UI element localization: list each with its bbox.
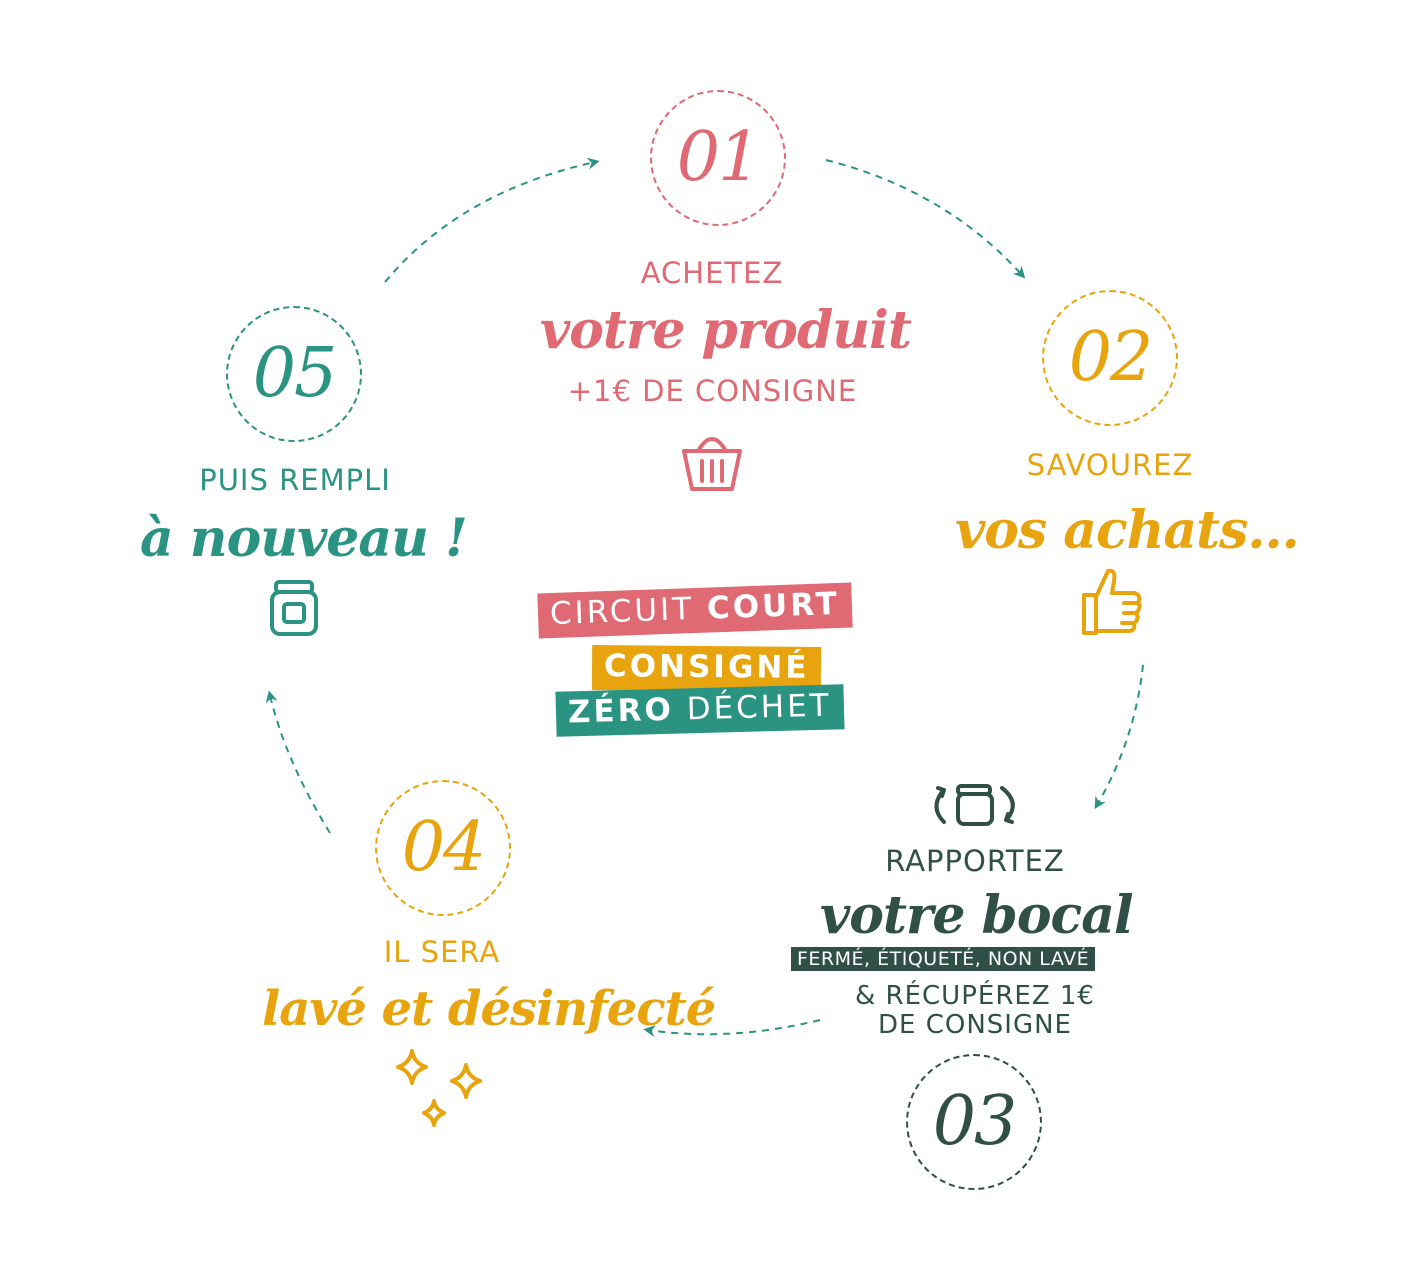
step-03-number-circle: 03 [906, 1054, 1042, 1190]
step-03-deposit: DE CONSIGNE [878, 1010, 1072, 1040]
badge-dechet-light: DÉCHET [686, 687, 833, 728]
thumbs-up-icon [1082, 568, 1142, 635]
step-01-deposit: +1€ DE CONSIGNE [567, 374, 858, 408]
badge-zero-bold: ZÉRO [567, 691, 675, 731]
step-04-number-circle: 04 [375, 780, 511, 916]
arrow-01-to-02 [825, 159, 1026, 279]
step-05-number-circle: 05 [226, 306, 362, 442]
step-03-tag: FERMÉ, ÉTIQUETÉ, NON LAVÉ [791, 947, 1096, 971]
step-03-script: votre bocal [820, 885, 1134, 946]
badge-circuit-bold: COURT [706, 585, 841, 627]
step-03-title: RAPPORTEZ [885, 844, 1065, 878]
step-03-number: 03 [932, 1082, 1018, 1161]
arrow-04-to-05 [265, 690, 331, 834]
step-03-refund: & RÉCUPÉREZ 1€ [855, 981, 1095, 1011]
step-04-script: lavé et désinfecté [262, 981, 716, 1037]
sparkles-icon [396, 1049, 482, 1127]
step-04-number: 04 [401, 808, 487, 887]
step-02-number: 02 [1068, 318, 1154, 397]
step-05-number: 05 [252, 334, 338, 413]
step-02-script: vos achats... [955, 500, 1300, 561]
step-05-script: à nouveau ! [140, 508, 468, 569]
step-02-title: SAVOUREZ [1026, 448, 1194, 482]
step-01-title: ACHETEZ [640, 256, 784, 290]
arrow-02-to-03 [1094, 664, 1144, 810]
badge-circuit-light: CIRCUIT [549, 591, 695, 633]
step-01-number: 01 [676, 118, 762, 197]
step-01-script: votre produit [540, 300, 912, 361]
badge-zero-dechet: ZÉRO DÉCHET [555, 684, 845, 737]
arrow-05-to-01 [384, 157, 600, 283]
step-05-title: PUIS REMPLI [199, 463, 391, 497]
step-01-number-circle: 01 [650, 90, 786, 226]
step-03-tag-text: FERMÉ, ÉTIQUETÉ, NON LAVÉ [797, 948, 1090, 970]
basket-icon [682, 437, 742, 491]
jar-return-icon [934, 784, 1015, 826]
badge-consigne-bold: CONSIGNÉ [603, 648, 810, 686]
jar-icon [270, 580, 318, 636]
step-02-number-circle: 02 [1042, 290, 1178, 426]
step-04-title: IL SERA [383, 935, 501, 969]
